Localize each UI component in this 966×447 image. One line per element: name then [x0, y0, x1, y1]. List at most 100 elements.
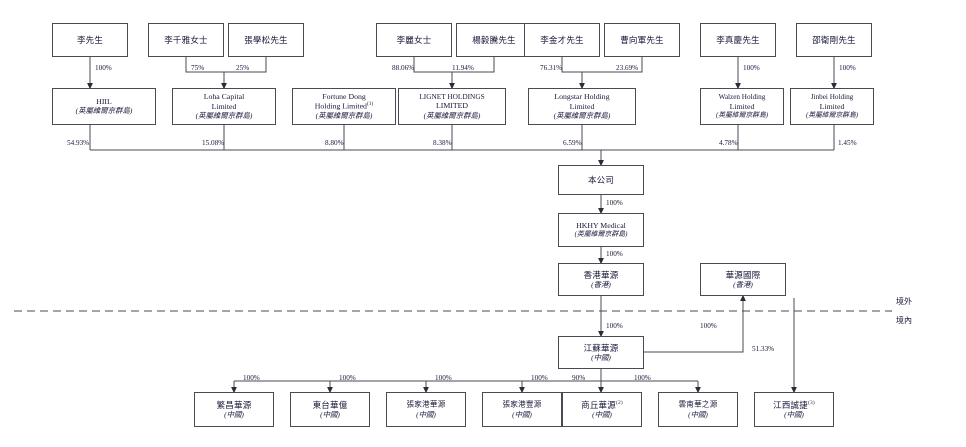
- ownership-percentage: 76.31%: [540, 64, 563, 72]
- holding-company-box[interactable]: HIIL (英屬維爾京群島): [52, 88, 156, 125]
- subsidiary-jurisdiction: (中國): [224, 409, 244, 419]
- ownership-percentage: 100%: [634, 374, 651, 382]
- individual-box[interactable]: 張學松先生: [228, 23, 304, 57]
- hk-huayuan-name: 香港華源: [583, 269, 619, 280]
- holdco-name: Jinbei Holding: [810, 93, 854, 102]
- subsidiary-jurisdiction: (中國): [688, 409, 708, 419]
- holdco-name-line2: Holding Limited(1): [314, 101, 374, 111]
- hk-huayuan-jurisdiction: (香港): [591, 279, 611, 289]
- subsidiary-box[interactable]: 雲南華之源 (中國): [658, 392, 738, 427]
- ownership-percentage: 8.38%: [433, 139, 452, 147]
- holding-company-box[interactable]: Jinbei Holding Limited (英屬維爾京群島): [790, 88, 874, 125]
- holding-company-box[interactable]: Walzen Holding Limited (英屬維爾京群島): [700, 88, 784, 125]
- subsidiary-jurisdiction: (中國): [512, 409, 532, 419]
- subsidiary-name: 商丘華源(2): [581, 399, 623, 410]
- subsidiary-name: 張家港豐源: [502, 399, 542, 409]
- huayuan-international-box[interactable]: 華源國際 (香港): [700, 263, 786, 296]
- holding-company-box[interactable]: Loha Capital Limited (英屬維爾京群島): [172, 88, 276, 125]
- individual-name: 李先生: [76, 34, 104, 45]
- holdco-name: HIIL: [96, 97, 112, 107]
- ownership-percentage: 15.08%: [202, 139, 225, 147]
- individual-box[interactable]: 曹向軍先生: [604, 23, 680, 57]
- ownership-percentage: 100%: [839, 64, 856, 72]
- subsidiary-box[interactable]: 商丘華源(2) (中國): [562, 392, 642, 427]
- individual-name: 李麗女士: [396, 34, 432, 45]
- ownership-percentage: 25%: [236, 64, 250, 72]
- holdco-name: Longstar Holding: [554, 92, 610, 102]
- holdco-name: Fortune Dong: [322, 92, 366, 102]
- individual-box[interactable]: 李金才先生: [524, 23, 600, 57]
- company-box[interactable]: 本公司: [558, 165, 644, 195]
- footnote-marker: (3): [807, 399, 815, 406]
- ownership-percentage: 100%: [435, 374, 452, 382]
- ownership-percentage: 75%: [191, 64, 205, 72]
- subsidiary-name: 雲南華之源: [678, 399, 718, 409]
- holding-company-box[interactable]: Fortune Dong Holding Limited(1) (英屬維爾京群島…: [292, 88, 396, 125]
- subsidiary-box[interactable]: 張家港華源 (中國): [386, 392, 466, 427]
- individual-box[interactable]: 李先生: [52, 23, 128, 57]
- subsidiary-name: 東台華億: [312, 399, 348, 410]
- ownership-percentage: 100%: [743, 64, 760, 72]
- ownership-percentage: 90%: [572, 374, 586, 382]
- ownership-percentage: 88.06%: [392, 64, 415, 72]
- holdco-jurisdiction: (英屬維爾京群島): [315, 111, 373, 121]
- jiangsu-huayuan-name: 江蘇華源: [583, 342, 619, 353]
- jiangsu-huayuan-box[interactable]: 江蘇華源 (中國): [558, 336, 644, 369]
- ownership-percentage: 54.93%: [67, 139, 90, 147]
- individual-box[interactable]: 李千雅女士: [148, 23, 224, 57]
- subsidiary-box[interactable]: 張家港豐源 (中國): [482, 392, 562, 427]
- huayuan-international-jurisdiction: (香港): [733, 279, 753, 289]
- holdco-name: Walzen Holding: [718, 93, 766, 102]
- subsidiary-box[interactable]: 東台華億 (中國): [290, 392, 370, 427]
- individual-name: 張學松先生: [244, 34, 288, 45]
- individual-name: 李千雅女士: [164, 34, 208, 45]
- individual-box[interactable]: 李麗女士: [376, 23, 452, 57]
- holding-company-box[interactable]: Longstar Holding Limited (英屬維爾京群島): [528, 88, 636, 125]
- subsidiary-box[interactable]: 江西誠捷(3) (中國): [754, 392, 834, 427]
- ownership-percentage: 23.69%: [616, 64, 639, 72]
- hk-huayuan-box[interactable]: 香港華源 (香港): [558, 263, 644, 296]
- individual-name: 邵衛剛先生: [812, 34, 856, 45]
- individual-name: 曹向軍先生: [620, 34, 664, 45]
- subsidiary-jurisdiction: (中國): [784, 409, 804, 419]
- holding-company-box[interactable]: LIGNET HOLDINGS LIMITED (英屬維爾京群島): [398, 88, 506, 125]
- individual-box[interactable]: 楊毅騰先生: [456, 23, 532, 57]
- ownership-percentage: 4.78%: [719, 139, 738, 147]
- holdco-name-line2: Limited: [211, 101, 237, 111]
- ownership-percentage: 8.80%: [325, 139, 344, 147]
- hkhy-medical-name: HKHY Medical: [576, 220, 626, 230]
- zone-label-onshore: 境內: [896, 316, 912, 325]
- individual-name: 李金才先生: [540, 34, 584, 45]
- ownership-percentage: 6.59%: [563, 139, 582, 147]
- ownership-percentage: 1.45%: [838, 139, 857, 147]
- individual-name: 楊毅騰先生: [472, 34, 516, 45]
- individual-box[interactable]: 邵衛剛先生: [796, 23, 872, 57]
- subsidiary-name: 張家港華源: [406, 399, 446, 409]
- holdco-name: LIGNET HOLDINGS: [419, 91, 485, 101]
- subsidiary-box[interactable]: 繁昌華源 (中國): [194, 392, 274, 427]
- ownership-percentage: 11.94%: [452, 64, 474, 72]
- holdco-name-line2: Limited: [729, 101, 755, 111]
- ownership-percentage: 100%: [243, 374, 260, 382]
- ownership-percentage: 100%: [339, 374, 356, 382]
- holdco-jurisdiction: (英屬維爾京群島): [75, 106, 133, 116]
- subsidiary-name: 繁昌華源: [216, 399, 252, 410]
- individual-box[interactable]: 李真慶先生: [700, 23, 776, 57]
- huayuan-international-name: 華源國際: [725, 269, 761, 280]
- holdco-name: Loha Capital: [203, 92, 245, 102]
- footnote-marker: (1): [366, 101, 374, 108]
- company-name: 本公司: [587, 174, 615, 185]
- subsidiary-jurisdiction: (中國): [320, 409, 340, 419]
- subsidiary-name: 江西誠捷(3): [773, 399, 815, 410]
- ownership-percentage: 100%: [606, 199, 623, 207]
- ownership-percentage: 100%: [606, 250, 623, 258]
- hkhy-medical-box[interactable]: HKHY Medical (英屬維爾京群島): [558, 213, 644, 247]
- holdco-jurisdiction: (英屬維爾京群島): [805, 111, 859, 119]
- ownership-percentage: 100%: [700, 322, 717, 330]
- ownership-percentage: 100%: [95, 64, 112, 72]
- holdco-jurisdiction: (英屬維爾京群島): [715, 111, 769, 119]
- ownership-percentage: 100%: [531, 374, 548, 382]
- ownership-percentage: 51.33%: [752, 345, 775, 353]
